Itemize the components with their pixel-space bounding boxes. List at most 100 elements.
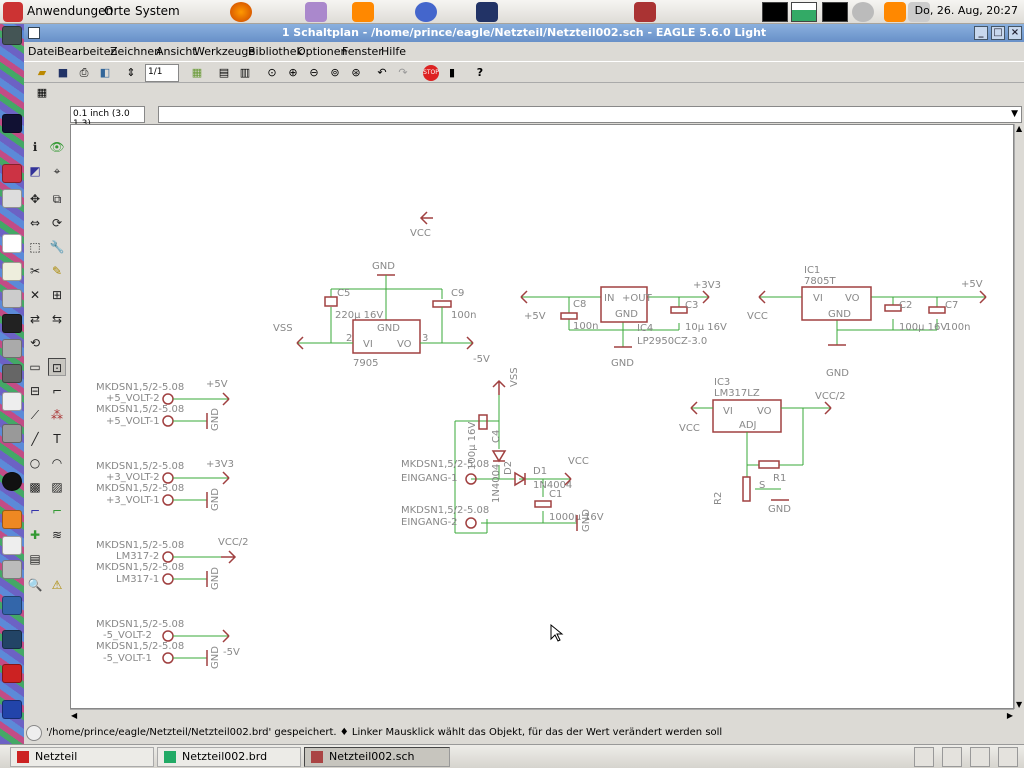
menu-system[interactable]: System xyxy=(135,4,180,18)
scroll-down-icon[interactable]: ▼ xyxy=(1016,700,1023,709)
terminal-lm317-1[interactable] xyxy=(162,573,174,585)
smash-icon[interactable]: ⊟ xyxy=(29,384,41,398)
terminal-3v-1[interactable] xyxy=(162,494,174,506)
zoom-fit-icon[interactable]: ⊙ xyxy=(267,66,277,79)
miter-icon[interactable]: ⌐ xyxy=(51,384,63,398)
mirror-icon[interactable]: ⇔ xyxy=(29,216,41,230)
undo-icon[interactable]: ↶ xyxy=(377,66,387,79)
menu-datei[interactable]: Datei xyxy=(28,45,58,58)
tray-x-icon[interactable] xyxy=(942,747,962,767)
stop-command-icon[interactable] xyxy=(26,725,42,741)
save-icon[interactable]: ■ xyxy=(57,66,69,79)
menu-hilfe[interactable]: Hilfe xyxy=(381,45,407,58)
dock-icon-13[interactable] xyxy=(2,472,22,491)
thunderbird-launcher-icon[interactable] xyxy=(415,2,437,22)
menu-fenster[interactable]: Fenster xyxy=(342,45,383,58)
dock-icon-14[interactable] xyxy=(2,510,22,529)
workspace-3-icon[interactable] xyxy=(822,2,848,22)
errors-icon[interactable]: ⚠ xyxy=(51,578,63,592)
erc-icon[interactable]: 🔍 xyxy=(27,578,43,592)
go-icon[interactable]: ▮ xyxy=(448,66,456,79)
junction-icon[interactable]: ✚ xyxy=(29,528,41,542)
schematic-canvas[interactable]: VCC GND C5 220µ 16V C9 100n GND VI VO 2 … xyxy=(70,124,1014,709)
split-icon[interactable]: ⟋ xyxy=(30,408,40,422)
mark-icon[interactable]: ⌖ xyxy=(53,164,61,178)
zoom-redraw-icon[interactable]: ⊚ xyxy=(330,66,340,79)
tray-firefox-icon[interactable] xyxy=(914,747,934,767)
show-desktop-icon[interactable] xyxy=(998,747,1018,767)
board-icon[interactable]: ▦ xyxy=(191,66,203,79)
menu-werkzeuge[interactable]: Werkzeuge xyxy=(194,45,256,58)
terminal-m5v-2[interactable] xyxy=(162,630,174,642)
name-icon[interactable]: ▭ xyxy=(29,360,41,374)
vertical-scrollbar[interactable]: ▲ ▼ xyxy=(1014,124,1024,709)
horizontal-scrollbar[interactable]: ◀ ▶ xyxy=(70,709,1014,721)
dock-icon-3[interactable] xyxy=(2,164,22,183)
terminal-lm317-2[interactable] xyxy=(162,551,174,563)
terminal-3v-2[interactable] xyxy=(162,472,174,484)
change-icon[interactable]: 🔧 xyxy=(49,240,65,254)
ic-7805[interactable] xyxy=(801,286,872,321)
firefox-launcher-icon[interactable] xyxy=(230,2,252,22)
arc-icon[interactable]: ◠ xyxy=(51,456,63,470)
rect-icon[interactable]: ▩ xyxy=(29,480,41,494)
wire-icon[interactable]: ╱ xyxy=(31,432,39,446)
dock-icon-1[interactable] xyxy=(2,26,22,45)
tray-window-icon[interactable] xyxy=(970,747,990,767)
ic-lp2950[interactable] xyxy=(600,286,648,323)
clock[interactable]: Do, 26. Aug, 20:27 xyxy=(914,4,1018,17)
redo-icon[interactable]: ↷ xyxy=(398,66,408,79)
workspace-1-icon[interactable] xyxy=(762,2,788,22)
dock-icon-20[interactable] xyxy=(2,700,22,719)
tray-app-icon[interactable] xyxy=(908,2,930,22)
replace-icon[interactable]: ⟲ xyxy=(29,336,41,350)
delete-icon[interactable]: ✕ xyxy=(29,288,41,302)
polygon-icon[interactable]: ▨ xyxy=(51,480,63,494)
close-icon[interactable]: × xyxy=(1008,26,1022,40)
task-board[interactable]: Netzteil002.brd xyxy=(157,747,301,767)
menu-anwendungen[interactable]: Anwendungen xyxy=(27,4,114,18)
dock-icon-19[interactable] xyxy=(2,664,22,683)
label-icon[interactable]: ≋ xyxy=(51,528,63,542)
sheet-icon[interactable]: ⇕ xyxy=(126,66,136,79)
dock-icon-2[interactable] xyxy=(2,114,22,133)
dock-icon-9[interactable] xyxy=(2,339,22,358)
display-icon[interactable]: ◩ xyxy=(29,164,41,178)
copy-icon[interactable]: ⧉ xyxy=(52,192,62,206)
rotate-icon[interactable]: ⟳ xyxy=(51,216,63,230)
gnome-foot-icon[interactable] xyxy=(3,2,23,22)
dock-icon-5[interactable] xyxy=(2,234,22,253)
minimize-icon[interactable]: _ xyxy=(974,26,988,40)
window-app-icon[interactable] xyxy=(28,27,40,39)
invoke-icon[interactable]: ⁂ xyxy=(51,408,63,422)
value-icon[interactable]: ⊡ xyxy=(48,358,66,376)
scroll-right-icon[interactable]: ▶ xyxy=(1006,711,1013,720)
sheet-select[interactable]: 1/1 xyxy=(145,64,179,82)
dock-icon-8[interactable] xyxy=(2,314,22,333)
dock-icon-6[interactable] xyxy=(2,262,22,281)
stop-icon[interactable]: STOP xyxy=(423,65,439,81)
net-icon[interactable]: ⌐ xyxy=(51,504,63,518)
scroll-left-icon[interactable]: ◀ xyxy=(71,711,78,720)
group-icon[interactable]: ⬚ xyxy=(29,240,41,254)
circle-icon[interactable]: ○ xyxy=(29,456,41,470)
menu-ansicht[interactable]: Ansicht xyxy=(156,45,197,58)
scroll-up-icon[interactable]: ▲ xyxy=(1016,124,1023,133)
terminal-5v-1[interactable] xyxy=(162,415,174,427)
zoom-select-icon[interactable]: ⊛ xyxy=(351,66,361,79)
dock-icon-10[interactable] xyxy=(2,364,22,383)
script-icon[interactable]: ▤ xyxy=(218,66,230,79)
text-icon[interactable]: T xyxy=(53,432,61,446)
menu-optionen[interactable]: Optionen xyxy=(297,45,348,58)
menu-bibliothek[interactable]: Bibliothek xyxy=(248,45,303,58)
task-schematic[interactable]: Netzteil002.sch xyxy=(304,747,450,767)
info-icon[interactable]: ℹ xyxy=(32,140,38,154)
pidgin-launcher-icon[interactable] xyxy=(305,2,327,22)
dock-icon-4[interactable] xyxy=(2,189,22,208)
dock-icon-11[interactable] xyxy=(2,392,22,411)
menu-bearbeiten[interactable]: Bearbeiten xyxy=(57,45,118,58)
dock-icon-15[interactable] xyxy=(2,536,22,555)
task-netzteil[interactable]: Netzteil xyxy=(10,747,154,767)
terminal-m5v-1[interactable] xyxy=(162,652,174,664)
dock-icon-7[interactable] xyxy=(2,289,22,308)
